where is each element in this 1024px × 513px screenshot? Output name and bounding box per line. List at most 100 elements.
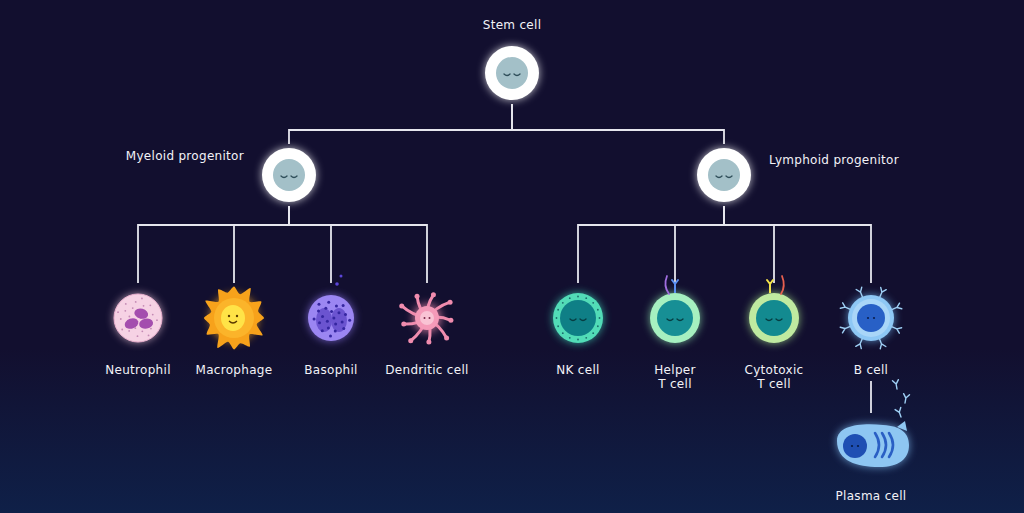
cell-node: Lymphoid progenitor	[693, 144, 899, 206]
cell-part	[308, 295, 354, 341]
cell-label: Cytotoxic T cell	[741, 363, 807, 391]
cell-group	[553, 293, 603, 343]
cell-part	[229, 321, 237, 323]
cell-part	[851, 445, 853, 447]
cell-node: Stem cell	[481, 18, 543, 104]
lineage-connector	[289, 104, 512, 144]
cell-part	[562, 302, 564, 304]
cell-part	[281, 176, 297, 178]
cell-part	[132, 307, 134, 309]
cell-label: Dendritic cell	[385, 363, 468, 377]
cell-part	[902, 394, 909, 404]
lineage-connector	[289, 206, 427, 283]
lineage-connector	[724, 206, 871, 283]
cell-part	[424, 317, 426, 319]
cell-part	[326, 320, 329, 323]
cell-node: Dendritic cell	[385, 283, 468, 381]
lineage-connector	[512, 104, 724, 144]
cell-part	[895, 408, 904, 419]
cell-part	[273, 159, 305, 191]
cell-part	[852, 299, 890, 337]
cell-label: Neutrophil	[105, 363, 171, 377]
cell-part	[204, 286, 264, 349]
cell-part	[340, 275, 343, 278]
cell-part	[781, 276, 784, 294]
cell-label: Plasma cell	[836, 489, 907, 503]
cell-part	[837, 424, 909, 467]
cell-part	[448, 318, 453, 323]
cell-part	[553, 293, 603, 343]
lineage-connector	[724, 206, 774, 283]
cell-part	[426, 339, 431, 344]
cell-label: Basophil	[304, 363, 357, 377]
cell-part	[135, 301, 137, 303]
cell-part	[114, 294, 162, 342]
cell-part	[128, 330, 130, 332]
cell-part	[848, 295, 894, 341]
cell-part	[562, 332, 564, 334]
cell-part	[262, 148, 316, 202]
cell-part	[650, 293, 700, 343]
lineage-connector	[289, 206, 331, 283]
cell-part	[141, 298, 143, 300]
cell-part	[837, 424, 909, 467]
cell-part	[504, 74, 520, 76]
cell-part	[897, 421, 907, 431]
cell-part	[697, 148, 751, 202]
cell-part	[342, 327, 345, 330]
cell-group	[262, 148, 316, 202]
cell-part	[316, 308, 332, 332]
cell-part	[415, 294, 420, 299]
cell-part	[327, 326, 330, 329]
cell-node: Plasma cell	[826, 413, 916, 507]
cell-part	[485, 46, 539, 100]
cell-part	[431, 292, 436, 297]
cell-part	[334, 330, 337, 333]
cell-illustration	[199, 283, 269, 353]
cell-part	[137, 335, 139, 337]
cell-illustration	[481, 42, 543, 104]
cell-part	[138, 318, 154, 330]
cell-part	[667, 319, 683, 321]
cell-part	[657, 300, 693, 336]
cell-part	[228, 315, 230, 317]
cell-part	[335, 305, 338, 308]
cell-part	[856, 338, 865, 349]
lineage-connector	[138, 206, 289, 283]
lineage-connector	[578, 206, 724, 283]
cell-part	[891, 324, 902, 333]
cell-part	[557, 309, 559, 311]
cell-part	[560, 300, 596, 336]
cell-label: NK cell	[556, 363, 599, 377]
cell-part	[128, 316, 130, 318]
cell-node: Macrophage	[196, 283, 273, 381]
cell-part	[672, 280, 678, 289]
cell-part	[337, 311, 340, 314]
cell-part	[444, 335, 449, 340]
cell-illustration	[739, 283, 809, 353]
cell-part	[317, 303, 320, 306]
cell-part	[585, 337, 587, 339]
cell-part	[124, 310, 126, 312]
cell-node: Helper T cell	[640, 283, 710, 395]
cell-part	[756, 300, 792, 336]
cell-part	[330, 310, 333, 313]
cell-part	[321, 329, 324, 332]
cell-illustration	[543, 283, 613, 353]
cell-part	[148, 335, 150, 337]
cell-label: Helper T cell	[651, 363, 699, 391]
cell-part	[342, 304, 345, 307]
cell-part	[123, 316, 140, 330]
cell-part	[448, 300, 453, 305]
cell-part	[856, 287, 865, 298]
cell-part	[149, 304, 151, 306]
cell-illustration	[296, 283, 366, 353]
cell-part	[401, 322, 406, 327]
cell-part	[570, 319, 586, 321]
cell-part	[597, 309, 599, 311]
cell-part	[399, 303, 404, 308]
cell-part	[236, 315, 238, 317]
cell-part	[221, 305, 245, 331]
cell-part	[262, 148, 316, 202]
